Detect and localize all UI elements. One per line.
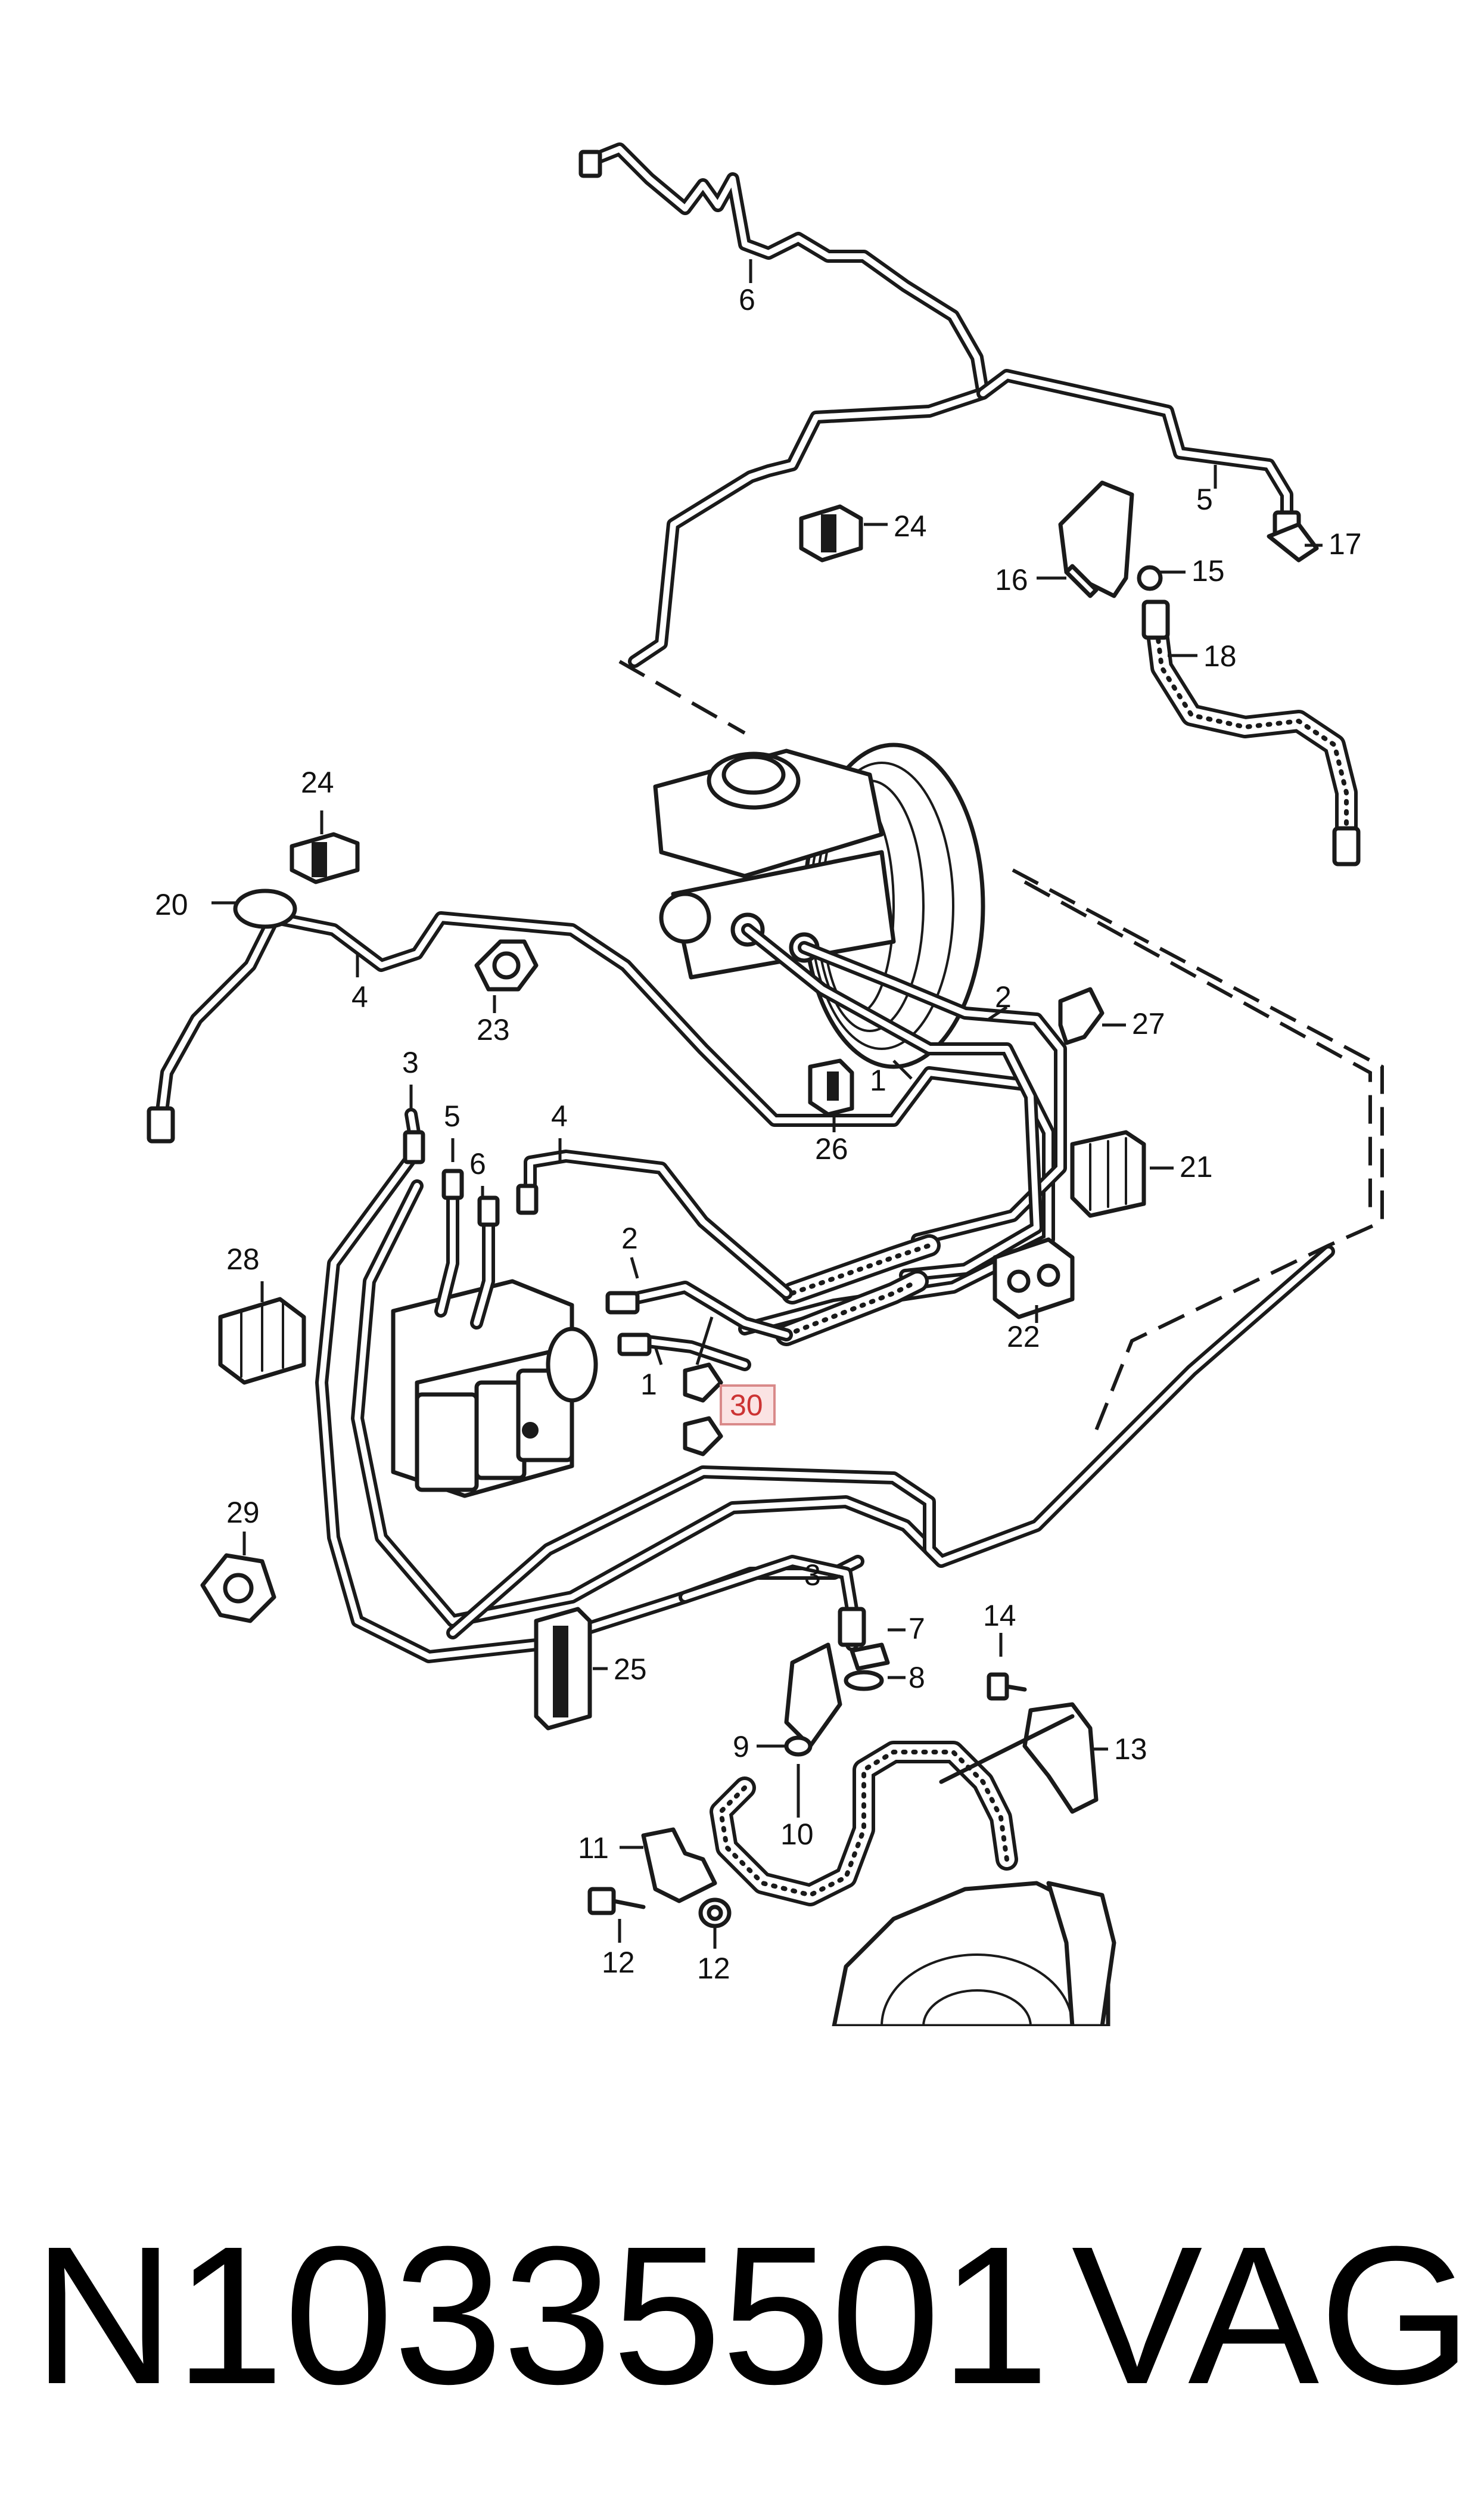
brake-line-3-lower: [679, 1555, 866, 1651]
leader-lines: [211, 259, 1323, 1949]
callout-25: 25: [614, 1653, 647, 1686]
clip-25: [534, 1607, 592, 1731]
callout-14: 14: [983, 1599, 1016, 1632]
part-number: N10335501: [33, 2205, 1050, 2425]
callout-28: 28: [226, 1243, 260, 1276]
callout-13: 13: [1114, 1732, 1147, 1766]
callout-26: 26: [815, 1132, 848, 1166]
washer-9: [784, 1735, 813, 1757]
callout-15: 15: [1191, 554, 1225, 588]
highlighted-callout-30: 30: [720, 1384, 776, 1425]
brake-line-2: [798, 941, 1067, 1246]
callout-27: 27: [1132, 1007, 1165, 1040]
clip-26: [808, 1058, 854, 1117]
line-6-fitting: [578, 150, 602, 178]
clip-27: [1058, 987, 1105, 1045]
callout-4: 4: [351, 980, 368, 1014]
callout-16: 16: [995, 563, 1028, 597]
flex-hose-lower: [775, 1270, 929, 1346]
callout-1: 1: [870, 1064, 886, 1097]
brake-line-exploded-diagram: 6 5 24 17 16 15 18 24 20 4 23 2 27 1 26 …: [147, 142, 1384, 2026]
clip-30: [683, 1362, 723, 1456]
callout-11: 11: [578, 1831, 609, 1865]
callout-5: 5: [1196, 483, 1213, 516]
clip-29: [200, 1553, 276, 1623]
callout-3: 3: [402, 1046, 419, 1079]
callout-9: 9: [733, 1730, 749, 1763]
clip-24-upper: [799, 504, 863, 563]
callout-2: 2: [995, 980, 1012, 1014]
clip-22: [993, 1237, 1075, 1319]
bracket-7-8: [784, 1642, 890, 1748]
brand-name: VAG: [1071, 2205, 1472, 2425]
brake-fluid-reservoir: [653, 748, 884, 878]
front-brake-hose-18: [1141, 600, 1361, 866]
callout-6-abs: 6: [469, 1147, 486, 1181]
clip-24-left: [290, 832, 360, 884]
callout-21: 21: [1180, 1150, 1213, 1184]
callout-22: 22: [1007, 1320, 1040, 1353]
callout-29: 29: [226, 1496, 260, 1529]
brake-line-4-upper: [147, 911, 1055, 1335]
clip-21: [1070, 1130, 1146, 1218]
flex-hose-upper: [781, 1234, 941, 1304]
brake-line-1-upper: [741, 923, 1043, 1282]
clip-23: [474, 939, 539, 992]
bolt-12-left: [587, 1887, 646, 1915]
callout-1-abs: 1: [640, 1368, 657, 1401]
highlighted-callout-30-label: 30: [730, 1389, 763, 1422]
clip-28: [218, 1297, 306, 1385]
callout-17: 17: [1329, 527, 1362, 561]
callout-12-right: 12: [697, 1952, 730, 1985]
line-4-fitting: [147, 1106, 175, 1144]
bracket-11: [641, 1827, 717, 1903]
callout-10: 10: [780, 1818, 814, 1851]
brake-line-5-upper: [976, 369, 1301, 545]
callout-labels: 6 5 24 17 16 15 18 24 20 4 23 2 27 1 26 …: [155, 283, 1362, 1985]
callout-6: 6: [739, 283, 755, 316]
brake-disc: [832, 1881, 1116, 2026]
wheel-brake-hose-10: [710, 1741, 1018, 1906]
callout-8: 8: [909, 1661, 925, 1694]
callout-18: 18: [1203, 639, 1237, 673]
callout-2-abs: 2: [621, 1222, 638, 1255]
callout-24-left: 24: [301, 766, 334, 799]
callout-5-abs: 5: [444, 1099, 461, 1133]
abs-hydraulic-unit: [391, 1279, 598, 1498]
callout-3-lower: 3: [804, 1558, 821, 1592]
abs-lines: [315, 1108, 1335, 1663]
bolt-14: [987, 1672, 1027, 1701]
pipe-loop-20: [233, 889, 297, 929]
callout-7: 7: [909, 1612, 925, 1645]
nut-12-right: [698, 1897, 732, 1928]
callout-20: 20: [155, 888, 188, 921]
brake-line-6: [578, 142, 990, 668]
callout-24: 24: [894, 510, 927, 543]
callout-4-abs: 4: [551, 1099, 568, 1133]
callout-23: 23: [477, 1013, 510, 1046]
callout-12-left: 12: [602, 1946, 635, 1979]
dashed-connection-outline: [618, 660, 1384, 1431]
bracket-15-16-17: [1058, 480, 1319, 598]
bracket-13: [939, 1702, 1099, 1814]
